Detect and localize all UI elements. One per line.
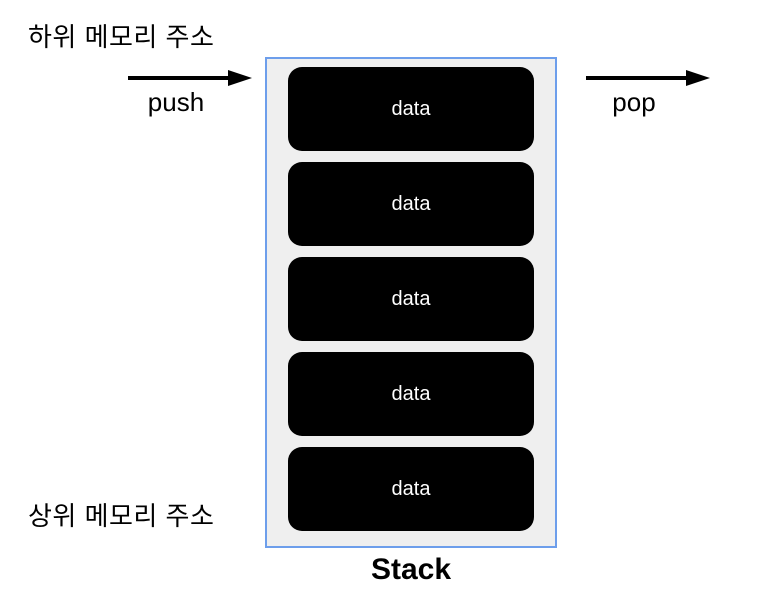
stack-item: data (288, 67, 534, 151)
stack-item: data (288, 162, 534, 246)
high-memory-address-label: 상위 메모리 주소 (28, 501, 215, 531)
stack-item: data (288, 352, 534, 436)
stack-item: data (288, 257, 534, 341)
stack-item: data (288, 447, 534, 531)
pop-label: pop (612, 87, 656, 117)
push-label: push (147, 87, 205, 117)
stack-title: Stack (370, 553, 452, 586)
push-arrow-icon (128, 70, 252, 91)
stack-container: data data data data data (265, 57, 557, 548)
low-memory-address-label: 하위 메모리 주소 (28, 22, 215, 52)
pop-arrow-icon (586, 70, 710, 91)
